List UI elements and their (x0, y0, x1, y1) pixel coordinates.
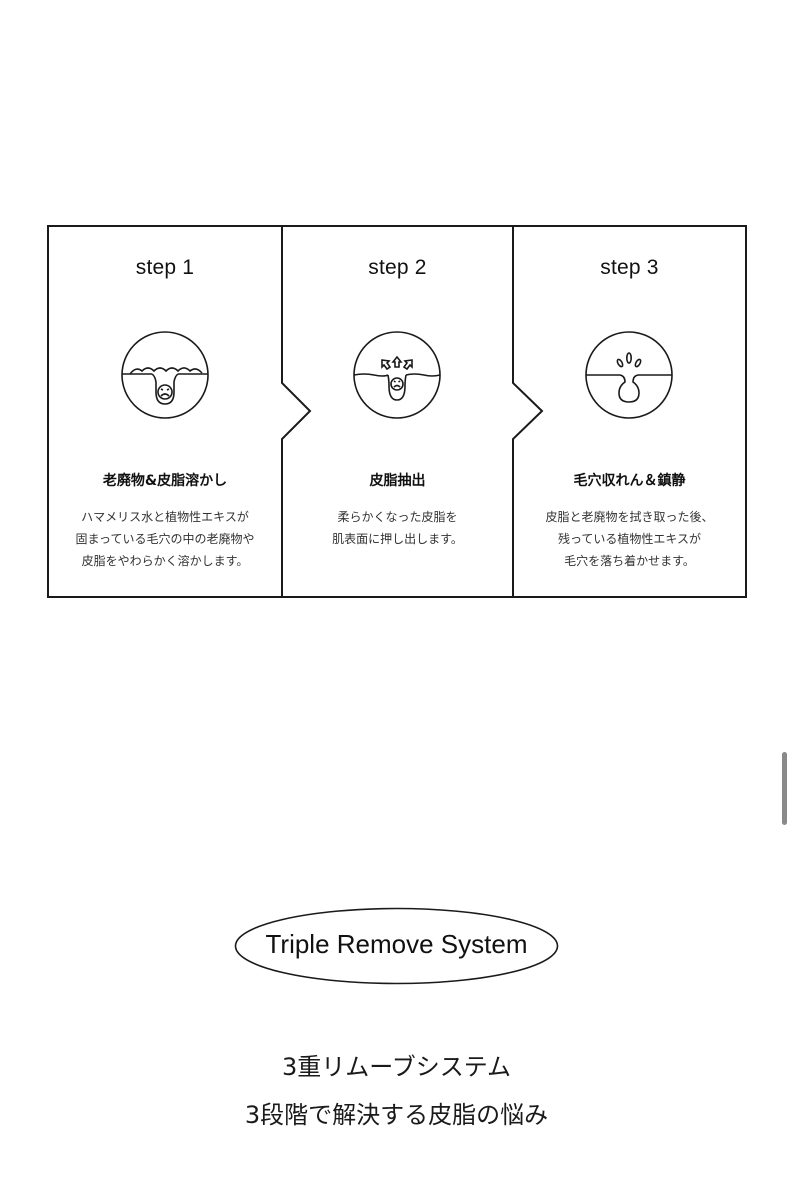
step-heading: 毛穴収れん＆鎮静 (573, 473, 686, 489)
step-heading: 老廃物&皮脂溶かし (102, 473, 228, 489)
step-description-line: 肌表面に押し出します。 (332, 532, 463, 546)
step-description: 柔らかくなった皮脂を 肌表面に押し出します。 (282, 506, 513, 550)
step-heading: 皮脂抽出 (369, 473, 426, 489)
step-description-line: 皮脂と老廃物を拭き取った後、 (545, 510, 714, 524)
step-description-line: ハマメリス水と植物性エキスが (81, 510, 249, 524)
step-description-line: 残っている植物性エキスが (557, 532, 702, 546)
step-description-line: 固まっている毛穴の中の老廃物や (75, 532, 255, 546)
subtitle-line-1: 3重リムーブシステム (281, 1053, 512, 1081)
step-panel-3: step 3 毛穴収れん＆鎮静 皮脂と老廃物を拭き取った後、 残っている植物性エ… (513, 226, 746, 597)
pore-soothing-icon (585, 331, 673, 419)
triple-remove-badge: Triple Remove System (234, 907, 559, 985)
step-label: step 3 (600, 256, 659, 279)
step-description: 皮脂と老廃物を拭き取った後、 残っている植物性エキスが 毛穴を落ち着かせます。 (513, 506, 746, 572)
ellipse-outline (234, 907, 559, 985)
step-panel-1: step 1 老廃物&皮脂溶かし ハマメリス水と植物性エキスが 固まっている毛穴… (48, 226, 282, 597)
sebum-extraction-icon (353, 331, 441, 419)
pore-clogged-icon (121, 331, 209, 419)
step-description-line: 柔らかくなった皮脂を (337, 510, 458, 524)
step-description-line: 皮脂をやわらかく溶かします。 (81, 554, 249, 568)
step-description-line: 毛穴を落ち着かせます。 (564, 554, 695, 568)
step-label: step 2 (368, 256, 427, 279)
step-frame (47, 225, 747, 598)
step-panel-2: step 2 皮脂抽出 柔らかくなった皮脂を 肌表面に押し出します。 (282, 226, 513, 597)
scrollbar-thumb[interactable] (782, 752, 787, 825)
three-step-diagram: step 1 老廃物&皮脂溶かし ハマメリス水と植物性エキスが 固まっている毛穴… (47, 225, 747, 598)
subtitle-line-2: 3段階で解決する皮脂の悩み (244, 1101, 549, 1129)
badge-label: Triple Remove System (265, 929, 528, 959)
step-description: ハマメリス水と植物性エキスが 固まっている毛穴の中の老廃物や 皮脂をやわらかく溶… (48, 506, 282, 572)
step-label: step 1 (135, 256, 195, 279)
